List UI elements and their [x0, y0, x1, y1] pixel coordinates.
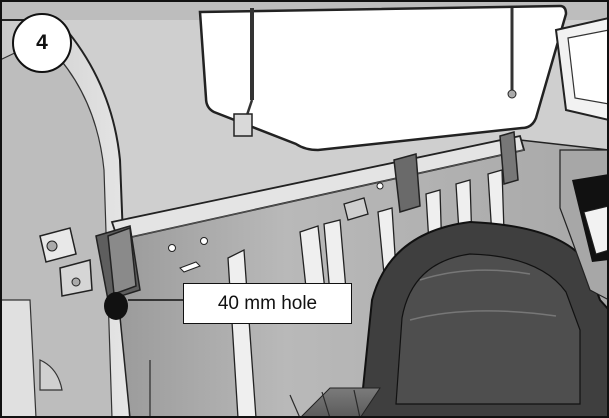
clamp-brackets	[95, 131, 519, 301]
rear-window	[198, 4, 568, 152]
hole-callout-label: 40 mm hole	[183, 283, 352, 324]
hole-marker	[104, 292, 128, 320]
step-number-badge: 4	[12, 13, 72, 73]
